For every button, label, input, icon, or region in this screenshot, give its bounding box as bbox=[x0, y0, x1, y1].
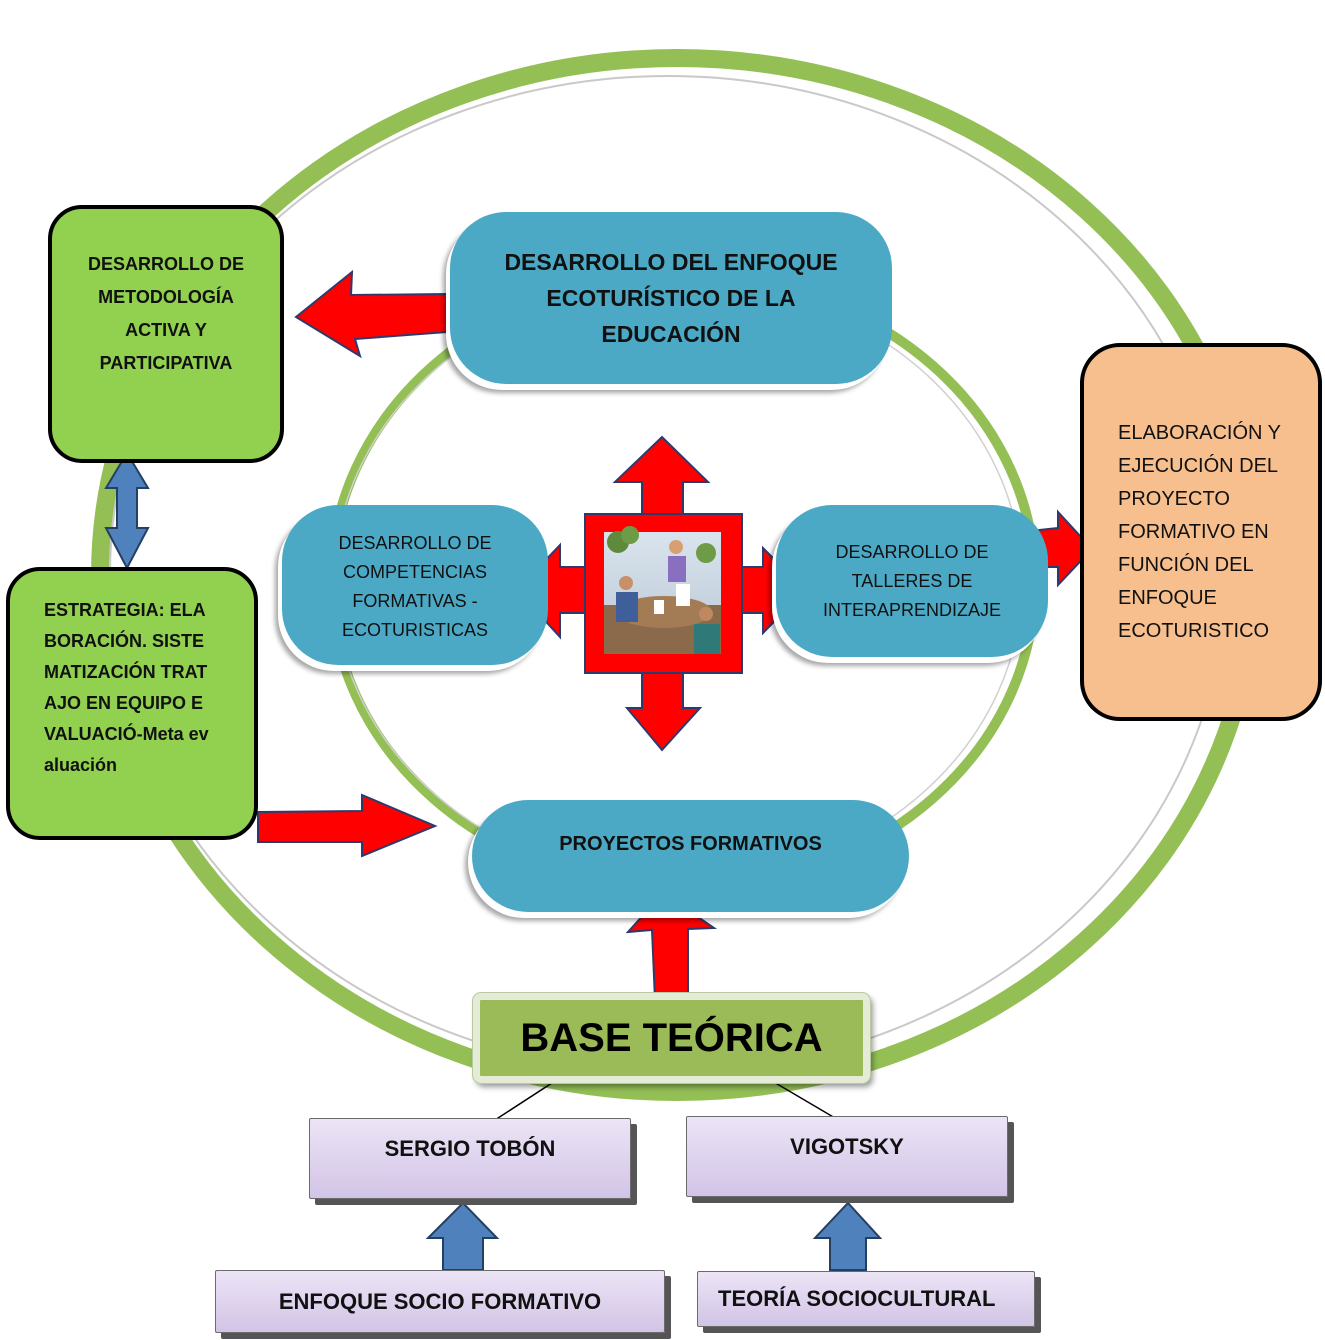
node-enfoque-ecoturistico: DESARROLLO DEL ENFOQUE ECOTURÍSTICO DE L… bbox=[450, 212, 892, 384]
arrow-enfoque-to-tobon bbox=[425, 1201, 500, 1271]
arrow-teoria-to-vigotsky bbox=[812, 1201, 883, 1271]
meeting-illustration bbox=[604, 526, 721, 654]
node-competencias: DESARROLLO DE COMPETENCIAS FORMATIVAS - … bbox=[282, 505, 548, 665]
central-cross bbox=[515, 435, 807, 752]
cross-arrow-up bbox=[612, 435, 711, 519]
node-estrategia: ESTRATEGIA: ELABORACIÓN. SISTEMATIZACIÓN… bbox=[6, 567, 258, 840]
node-competencias-clip: DESARROLLO DE COMPETENCIAS FORMATIVAS - … bbox=[312, 529, 518, 637]
node-sergio-tobon-label: SERGIO TOBÓN bbox=[384, 1135, 556, 1161]
node-enfoque-ecoturistico-label: DESARROLLO DEL ENFOQUE ECOTURÍSTICO DE L… bbox=[504, 249, 838, 347]
arrow-estrategia-to-proyectos bbox=[257, 793, 438, 858]
node-vigotsky-label: VIGOTSKY bbox=[790, 1133, 904, 1159]
node-elaboracion-label: ELABORACIÓN Y EJECUCIÓN DEL PROYECTO FOR… bbox=[1118, 421, 1281, 642]
node-competencias-label: DESARROLLO DE COMPETENCIAS FORMATIVAS - … bbox=[338, 533, 492, 637]
cross-arrow-down bbox=[624, 669, 703, 752]
node-proyectos-label: PROYECTOS FORMATIVOS bbox=[559, 832, 822, 855]
node-teoria-sociocultural: TEORÍA SOCIOCULTURAL bbox=[697, 1271, 1035, 1327]
node-estrategia-label: ESTRATEGIA: ELABORACIÓN. SISTEMATIZACIÓN… bbox=[44, 600, 209, 775]
arrow-top-to-methodology bbox=[294, 269, 449, 359]
node-elaboracion: ELABORACIÓN Y EJECUCIÓN DEL PROYECTO FOR… bbox=[1080, 343, 1322, 721]
node-enfoque-socio-formativo: ENFOQUE SOCIO FORMATIVO bbox=[215, 1270, 665, 1333]
node-proyectos: PROYECTOS FORMATIVOS bbox=[472, 800, 909, 912]
node-enfoque-socio-formativo-label: ENFOQUE SOCIO FORMATIVO bbox=[278, 1288, 602, 1314]
node-estrategia-clip: ESTRATEGIA: ELABORACIÓN. SISTEMATIZACIÓN… bbox=[44, 595, 214, 821]
node-sergio-tobon: SERGIO TOBÓN bbox=[309, 1118, 631, 1199]
node-base-teorica: BASE TEÓRICA bbox=[473, 993, 870, 1083]
node-teoria-sociocultural-label: TEORÍA SOCIOCULTURAL bbox=[718, 1286, 996, 1311]
node-base-teorica-label: BASE TEÓRICA bbox=[520, 1015, 823, 1060]
node-metodologia: DESARROLLO DE METODOLOGÍA ACTIVA Y PARTI… bbox=[48, 205, 284, 463]
node-metodologia-label: DESARROLLO DE METODOLOGÍA ACTIVA Y PARTI… bbox=[87, 254, 244, 373]
node-vigotsky: VIGOTSKY bbox=[686, 1116, 1008, 1197]
node-talleres-label: DESARROLLO DE TALLERES DE INTERAPRENDIZA… bbox=[822, 541, 1002, 620]
node-talleres: DESARROLLO DE TALLERES DE INTERAPRENDIZA… bbox=[776, 505, 1048, 657]
